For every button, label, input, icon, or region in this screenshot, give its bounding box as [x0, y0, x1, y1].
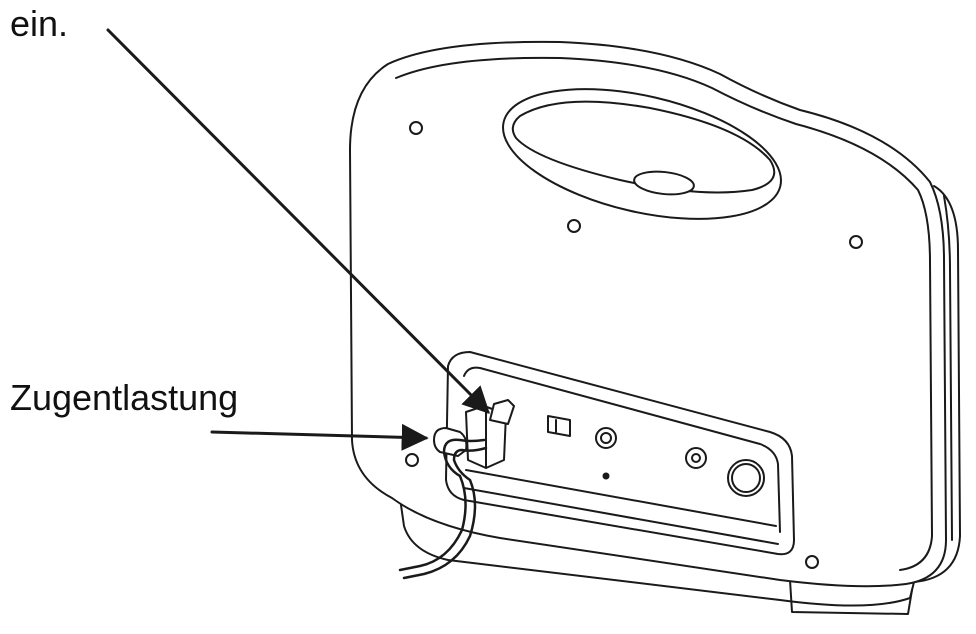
carry-handle-grip	[511, 100, 776, 194]
base-foot-right	[789, 579, 913, 615]
screw-hole-mid	[567, 219, 581, 233]
indicator-dot	[602, 472, 610, 480]
power-cable	[398, 438, 486, 572]
handle-nub	[633, 170, 695, 196]
pointer-line-top	[106, 28, 490, 414]
output-jack	[685, 447, 707, 469]
screw-hole-top-left	[409, 121, 423, 135]
screw-hole-bottom-right	[805, 555, 819, 569]
plug-tab	[489, 399, 515, 425]
callout-label-top: ein.	[10, 3, 69, 44]
input-jack	[595, 427, 617, 449]
connector-panel-inner	[463, 366, 781, 533]
device-body-inner-edge	[395, 56, 933, 571]
strain-relief-label: Zugentlastung	[10, 377, 239, 418]
device-side-panel	[913, 185, 961, 583]
power-switch	[547, 415, 571, 437]
screw-hole-bottom-left	[405, 453, 419, 467]
connector-panel	[445, 351, 795, 556]
carry-handle	[502, 88, 782, 220]
device-base	[399, 497, 919, 607]
screw-hole-right	[849, 235, 863, 249]
volume-knob	[727, 459, 765, 497]
pointer-line-strain-relief	[210, 423, 429, 451]
